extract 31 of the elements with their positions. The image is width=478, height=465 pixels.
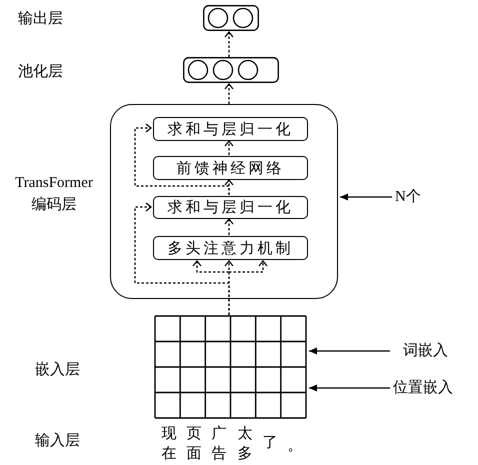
annotation-text: N个 [395,187,435,207]
input-token: 太多 [236,424,254,464]
neuron-layer-drawing [203,5,259,31]
encoder-box [110,104,338,299]
annotation-text: 位置嵌入 [393,378,468,398]
embedding-grid [154,315,307,419]
layer-label: 输入层 [35,432,81,451]
input-token: 现在 [160,425,178,464]
input-token: 广告 [210,424,228,464]
process-box: 前馈神经网络 [153,156,308,180]
arrow [224,83,234,104]
arrow [134,202,230,315]
arrow [224,140,234,155]
input-token: 了 [262,434,278,453]
arrow [309,348,390,354]
neuron-layer-drawing [183,57,279,83]
input-token: 。 [286,437,304,456]
layer-label: TransFormer 编码层 [14,174,94,215]
process-box: 多头注意力机制 [153,236,308,260]
arrow [224,218,234,235]
process-box: 求和与层归一化 [153,117,308,141]
arrow [340,194,392,200]
layer-label: 池化层 [18,62,64,82]
layer-label: 嵌入层 [35,360,81,380]
arrow [134,123,230,195]
arrow [309,384,390,392]
annotation-text: 词嵌入 [403,341,463,361]
layer-label: 输出层 [18,10,64,29]
input-token: 页面 [186,425,202,464]
process-box: 求和与层归一化 [153,196,308,219]
arrow [224,31,234,57]
